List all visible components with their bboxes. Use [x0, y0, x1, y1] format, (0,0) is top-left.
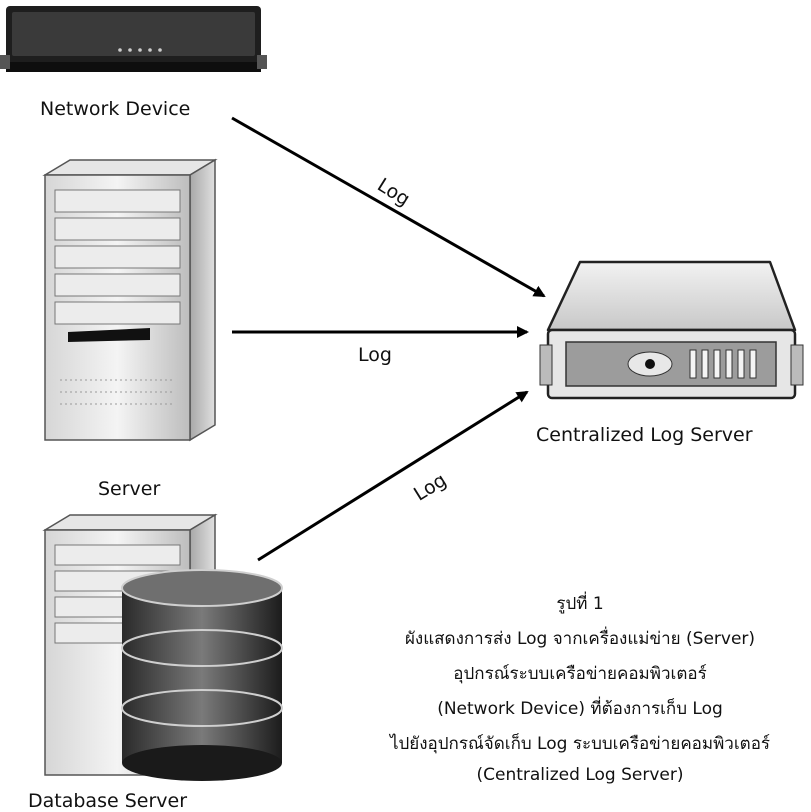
figure-caption-title: รูปที่ 1 [556, 594, 604, 614]
centralized-log-server-icon [539, 260, 804, 400]
database-server-label: Database Server [28, 790, 188, 812]
figure-caption-line-3: (Network Device) ที่ต้องการเก็บ Log [437, 699, 723, 719]
database-server-icon [42, 513, 283, 781]
figure-caption-line-1: ผังแสดงการส่ง Log จากเครื่องแม่ข่าย (Ser… [404, 629, 756, 649]
network-device-icon [0, 6, 267, 72]
network-device-label: Network Device [40, 98, 191, 120]
figure-caption-line-5: (Centralized Log Server) [476, 765, 684, 785]
server-label: Server [98, 478, 161, 500]
edge-label-middle: Log [358, 344, 392, 366]
arrow-network-to-central [231, 116, 546, 298]
figure-caption-line-4: ไปยังอุปกรณ์จัดเก็บ Log ระบบเครือข่ายคอม… [389, 734, 771, 754]
arrow-database-to-central [257, 390, 529, 562]
figure-caption-line-2: อุปกรณ์ระบบเครือข่ายคอมพิวเตอร์ [453, 664, 707, 684]
server-icon [42, 158, 218, 442]
centralized-log-server-label: Centralized Log Server [536, 424, 753, 446]
